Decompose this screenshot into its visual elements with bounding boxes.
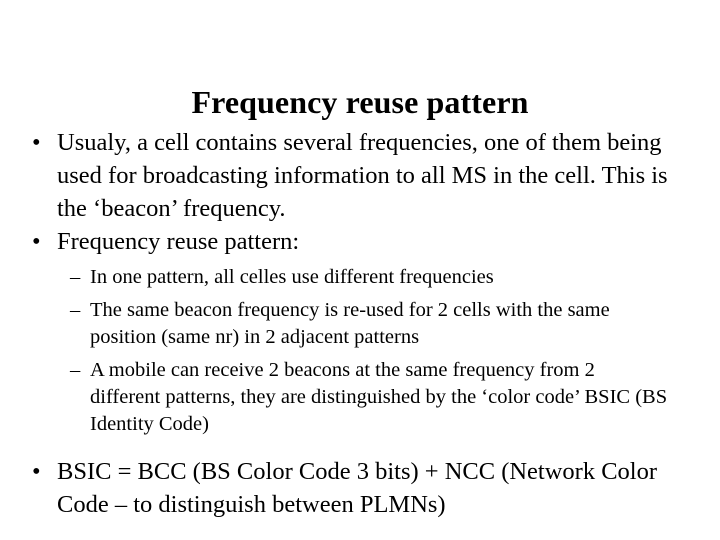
bullet-marker-icon: •	[32, 458, 41, 485]
page-title: Frequency reuse pattern	[191, 84, 529, 121]
list-item-text: The same beacon frequency is re-used for…	[90, 299, 610, 348]
list-item: – The same beacon frequency is re-used f…	[70, 297, 668, 351]
dash-marker-icon: –	[70, 266, 81, 288]
list-item: – A mobile can receive 2 beacons at the …	[70, 357, 668, 438]
slide-body: • Usualy, a cell contains several freque…	[28, 126, 668, 521]
section-spacer	[28, 438, 668, 455]
list-item: • Usualy, a cell contains several freque…	[28, 126, 668, 225]
list-item: • BSIC = BCC (BS Color Code 3 bits) + NC…	[28, 455, 668, 521]
bullet-list-level1: • Usualy, a cell contains several freque…	[28, 126, 668, 521]
list-item-text: BSIC = BCC (BS Color Code 3 bits) + NCC …	[57, 458, 658, 518]
list-item-text: A mobile can receive 2 beacons at the sa…	[90, 359, 668, 435]
list-item-text: Usualy, a cell contains several frequenc…	[57, 129, 668, 222]
bullet-marker-icon: •	[32, 228, 41, 255]
list-item-text: In one pattern, all celles use different…	[90, 266, 494, 288]
dash-marker-icon: –	[70, 359, 81, 381]
list-item: • Frequency reuse pattern: – In one patt…	[28, 225, 668, 438]
list-item-text: Frequency reuse pattern:	[57, 228, 300, 255]
list-item: – In one pattern, all celles use differe…	[70, 264, 668, 291]
dash-marker-icon: –	[70, 299, 81, 321]
bullet-list-level2: – In one pattern, all celles use differe…	[57, 264, 668, 438]
bullet-marker-icon: •	[32, 129, 41, 156]
